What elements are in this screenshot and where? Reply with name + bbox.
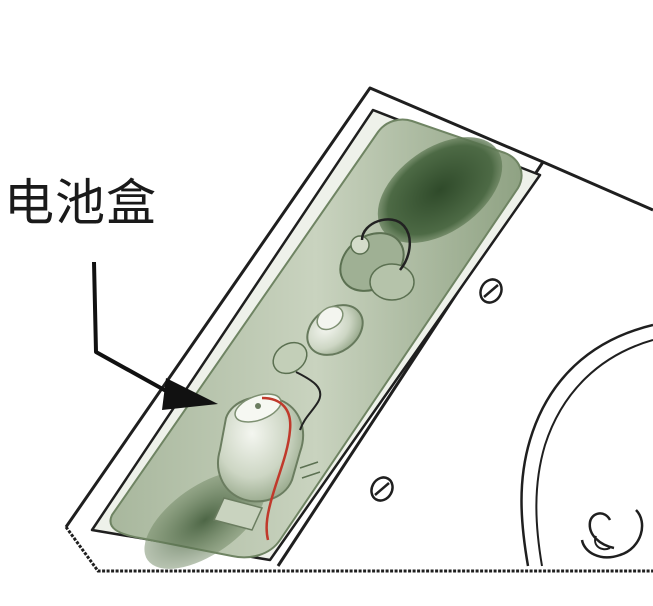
screw-lower xyxy=(370,476,394,502)
screw-upper xyxy=(479,278,503,304)
battery-box-label: 电池盒 xyxy=(4,174,157,232)
callout-arrow xyxy=(92,261,218,410)
compartment-internals xyxy=(212,218,415,541)
